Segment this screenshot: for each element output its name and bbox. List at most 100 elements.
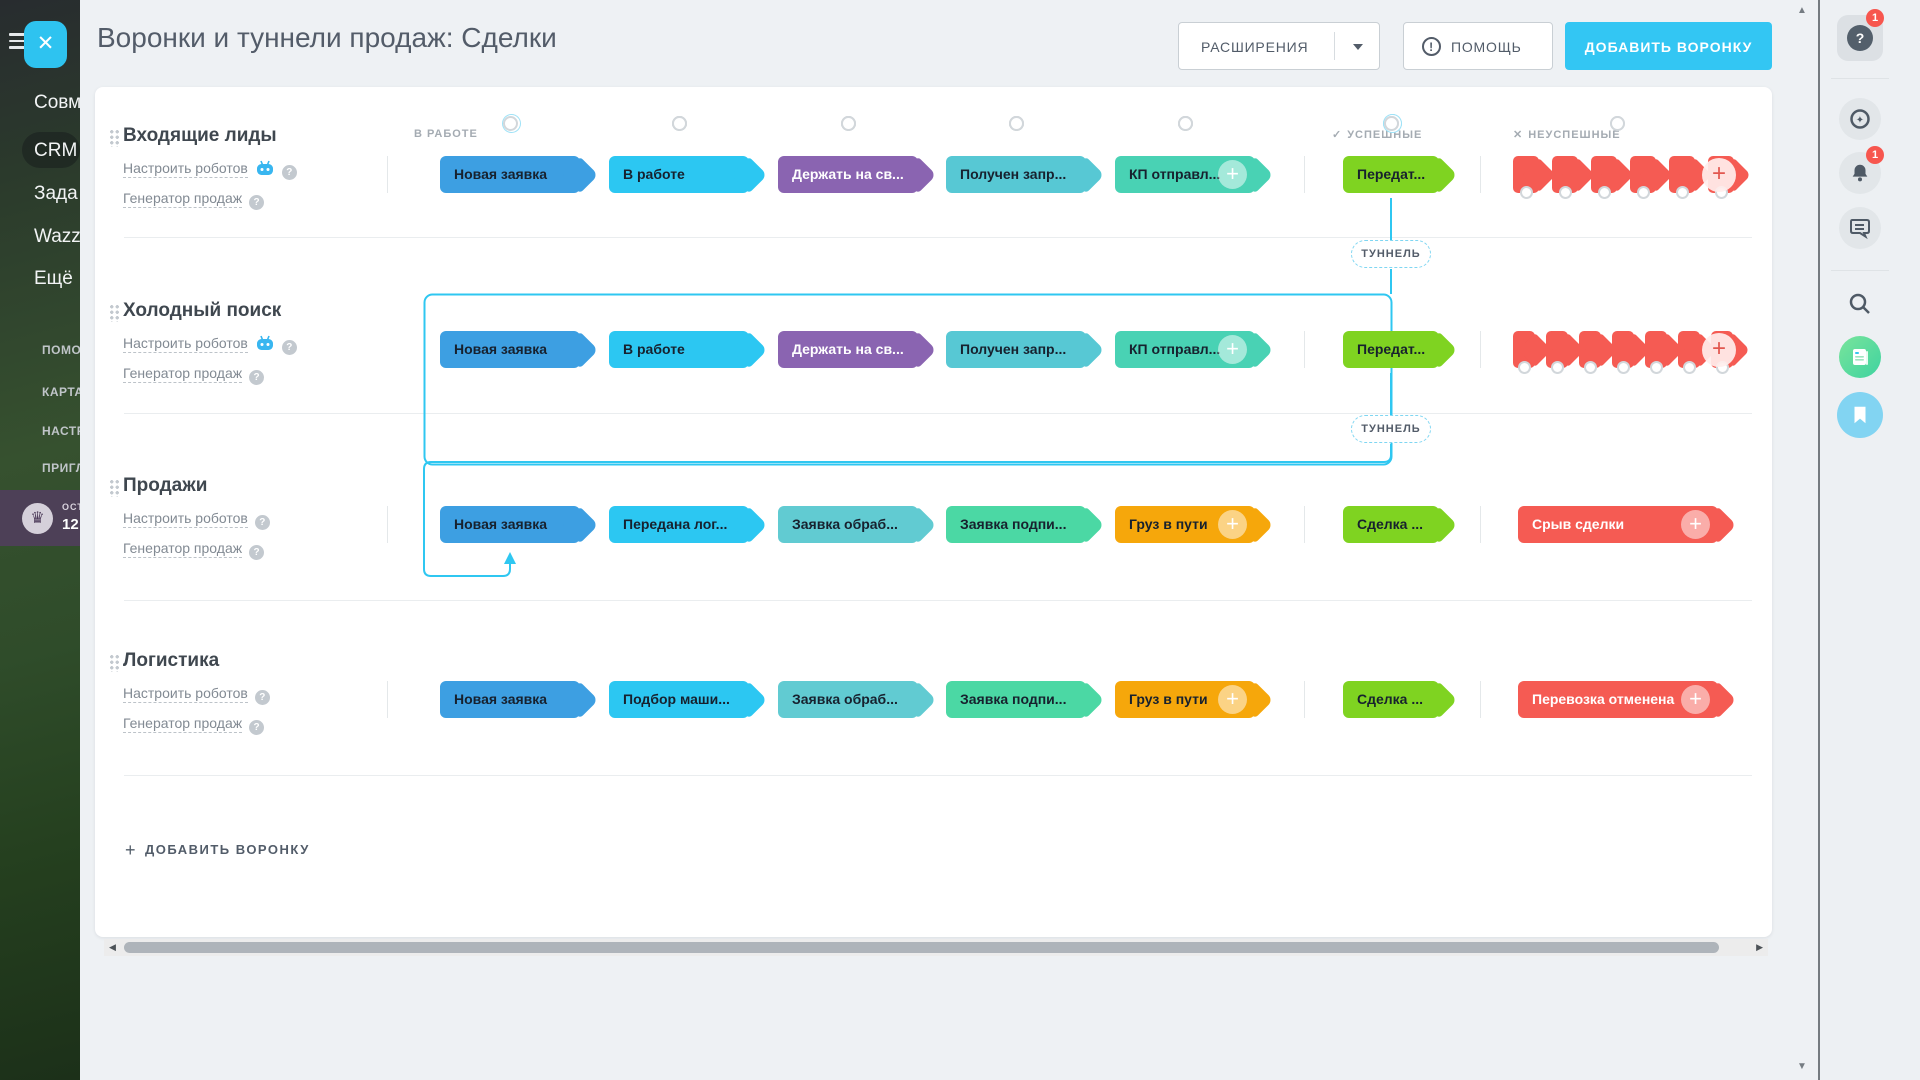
stage-2-3[interactable]: Заявка подпи... xyxy=(946,506,1105,543)
stage-robot-circle[interactable] xyxy=(1583,361,1597,374)
stage-robot-circle[interactable] xyxy=(1550,361,1564,374)
sales-generator-link[interactable]: Генератор продаж? xyxy=(123,365,265,385)
help-question-icon[interactable]: ? xyxy=(254,690,270,705)
scroll-down-icon[interactable]: ▼ xyxy=(1797,1061,1807,1072)
add-fail-stage-icon[interactable]: + xyxy=(1702,158,1736,192)
sidebar-item-0[interactable]: Совм xyxy=(34,92,80,113)
stage-robot-circle[interactable] xyxy=(1610,116,1625,131)
close-menu-button[interactable]: ✕ xyxy=(24,21,67,68)
fail-stage-chevron[interactable] xyxy=(1645,331,1684,368)
stage-robot-circle[interactable] xyxy=(1383,116,1399,131)
drag-handle-icon[interactable] xyxy=(108,303,119,322)
add-stage-icon[interactable]: + xyxy=(1681,685,1710,714)
sales-generator-link[interactable]: Генератор продаж? xyxy=(123,190,265,210)
drag-handle-icon[interactable] xyxy=(108,128,119,147)
stage-2-2[interactable]: Заявка обраб... xyxy=(778,506,937,543)
sidebar-item-1[interactable]: CRM xyxy=(34,140,78,161)
stage-2-0[interactable]: Новая заявка xyxy=(440,506,599,543)
horizontal-scrollbar[interactable]: ◀ ▶ xyxy=(104,939,1768,956)
horizontal-scrollbar-thumb[interactable] xyxy=(124,942,1719,953)
stage-3-3[interactable]: Заявка подпи... xyxy=(946,681,1105,718)
bookmark-icon[interactable] xyxy=(1837,392,1883,438)
stage-1-0[interactable]: Новая заявка xyxy=(440,331,599,368)
add-stage-icon[interactable]: + xyxy=(1681,510,1710,539)
news-icon[interactable] xyxy=(1839,336,1881,378)
stage-robot-circle[interactable] xyxy=(671,116,687,131)
fail-stage-chevron[interactable] xyxy=(1678,331,1717,368)
add-funnel-footer-link[interactable]: +ДОБАВИТЬ ВОРОНКУ xyxy=(125,840,310,860)
funnel-name[interactable]: Холодный поиск xyxy=(123,300,282,321)
stage-robot-circle[interactable] xyxy=(1517,361,1531,374)
stage-1-1[interactable]: В работе xyxy=(609,331,768,368)
add-stage-icon[interactable]: + xyxy=(1218,510,1247,539)
stage-3-1[interactable]: Подбор маши... xyxy=(609,681,768,718)
stage-robot-circle[interactable] xyxy=(1636,186,1650,199)
add-stage-icon[interactable]: + xyxy=(1218,685,1247,714)
stage-1-3[interactable]: Получен запр... xyxy=(946,331,1105,368)
help-question-icon[interactable]: ? xyxy=(249,370,265,385)
stage-3-2[interactable]: Заявка обраб... xyxy=(778,681,937,718)
menu-icon[interactable] xyxy=(9,33,31,49)
add-stage-icon[interactable]: + xyxy=(1218,335,1247,364)
drag-handle-icon[interactable] xyxy=(108,653,119,672)
stage-3-0[interactable]: Новая заявка xyxy=(440,681,599,718)
scroll-up-icon[interactable]: ▲ xyxy=(1797,5,1807,16)
sidebar-item-2[interactable]: Зада xyxy=(34,183,78,204)
add-funnel-button[interactable]: ДОБАВИТЬ ВОРОНКУ xyxy=(1565,22,1772,70)
tunnel-badge-1[interactable]: ТУННЕЛЬ xyxy=(1351,240,1431,268)
success-stage-3[interactable]: Сделка ... xyxy=(1343,681,1458,718)
success-stage-2[interactable]: Сделка ... xyxy=(1343,506,1458,543)
tunnel-badge-2[interactable]: ТУННЕЛЬ xyxy=(1351,415,1431,443)
stage-robot-circle[interactable] xyxy=(502,116,518,131)
add-stage-icon[interactable]: + xyxy=(1218,160,1247,189)
search-icon[interactable] xyxy=(1839,283,1881,325)
add-fail-stage-icon[interactable]: + xyxy=(1702,333,1736,367)
stage-robot-circle[interactable] xyxy=(1675,186,1689,199)
stage-0-2[interactable]: Держать на св... xyxy=(778,156,937,193)
configure-robots-link[interactable]: Настроить роботов? xyxy=(123,510,270,530)
success-stage-0[interactable]: Передат... xyxy=(1343,156,1458,193)
timer-icon[interactable]: ✦ xyxy=(1839,98,1881,140)
extensions-button[interactable]: РАСШИРЕНИЯ xyxy=(1178,22,1380,70)
stage-robot-circle[interactable] xyxy=(1682,361,1696,374)
scroll-left-icon[interactable]: ◀ xyxy=(109,942,116,952)
stage-robot-circle[interactable] xyxy=(1649,361,1663,374)
success-stage-1[interactable]: Передат... xyxy=(1343,331,1458,368)
funnel-name[interactable]: Входящие лиды xyxy=(123,125,277,146)
sidebar-footer-item-0[interactable]: ПОМО xyxy=(42,343,80,357)
fail-stage-chevron[interactable] xyxy=(1612,331,1651,368)
fail-stage-chevron[interactable] xyxy=(1546,331,1585,368)
stage-robot-circle[interactable] xyxy=(1616,361,1630,374)
fail-stage-2[interactable]: Срыв сделки+ xyxy=(1518,506,1737,543)
stage-1-2[interactable]: Держать на св... xyxy=(778,331,937,368)
help-question-icon[interactable]: ? xyxy=(254,515,270,530)
configure-robots-link[interactable]: Настроить роботов? xyxy=(123,685,270,705)
scroll-right-icon[interactable]: ▶ xyxy=(1756,942,1763,952)
stage-2-1[interactable]: Передана лог... xyxy=(609,506,768,543)
sidebar-footer-item-1[interactable]: КАРТА xyxy=(42,385,80,399)
stage-robot-circle[interactable] xyxy=(1597,186,1611,199)
drag-handle-icon[interactable] xyxy=(108,478,119,497)
configure-robots-link[interactable]: Настроить роботов? xyxy=(123,335,297,355)
configure-robots-link[interactable]: Настроить роботов? xyxy=(123,160,297,180)
sidebar-item-3[interactable]: Wazz xyxy=(34,226,80,247)
fail-stage-chevron[interactable] xyxy=(1513,331,1552,368)
fail-stage-chevron[interactable] xyxy=(1579,331,1618,368)
stage-3-4[interactable]: Груз в пути+ xyxy=(1115,681,1274,718)
chevron-down-icon[interactable] xyxy=(1353,44,1363,50)
stage-0-3[interactable]: Получен запр... xyxy=(946,156,1105,193)
stage-0-0[interactable]: Новая заявка xyxy=(440,156,599,193)
funnel-name[interactable]: Логистика xyxy=(123,650,220,671)
sidebar-footer-item-3[interactable]: ПРИГЛ xyxy=(42,461,80,475)
sidebar-footer-item-2[interactable]: НАСТР xyxy=(42,424,80,438)
sidebar-item-4[interactable]: Ещё xyxy=(34,268,73,289)
help-question-icon[interactable]: ? xyxy=(281,340,297,355)
stage-2-4[interactable]: Груз в пути+ xyxy=(1115,506,1274,543)
stage-robot-circle[interactable] xyxy=(1558,186,1572,199)
sales-generator-link[interactable]: Генератор продаж? xyxy=(123,715,265,735)
messenger-icon[interactable] xyxy=(1839,207,1881,249)
stage-robot-circle[interactable] xyxy=(1519,186,1533,199)
stage-0-4[interactable]: КП отправл...+ xyxy=(1115,156,1274,193)
stage-0-1[interactable]: В работе xyxy=(609,156,768,193)
sales-generator-link[interactable]: Генератор продаж? xyxy=(123,540,265,560)
